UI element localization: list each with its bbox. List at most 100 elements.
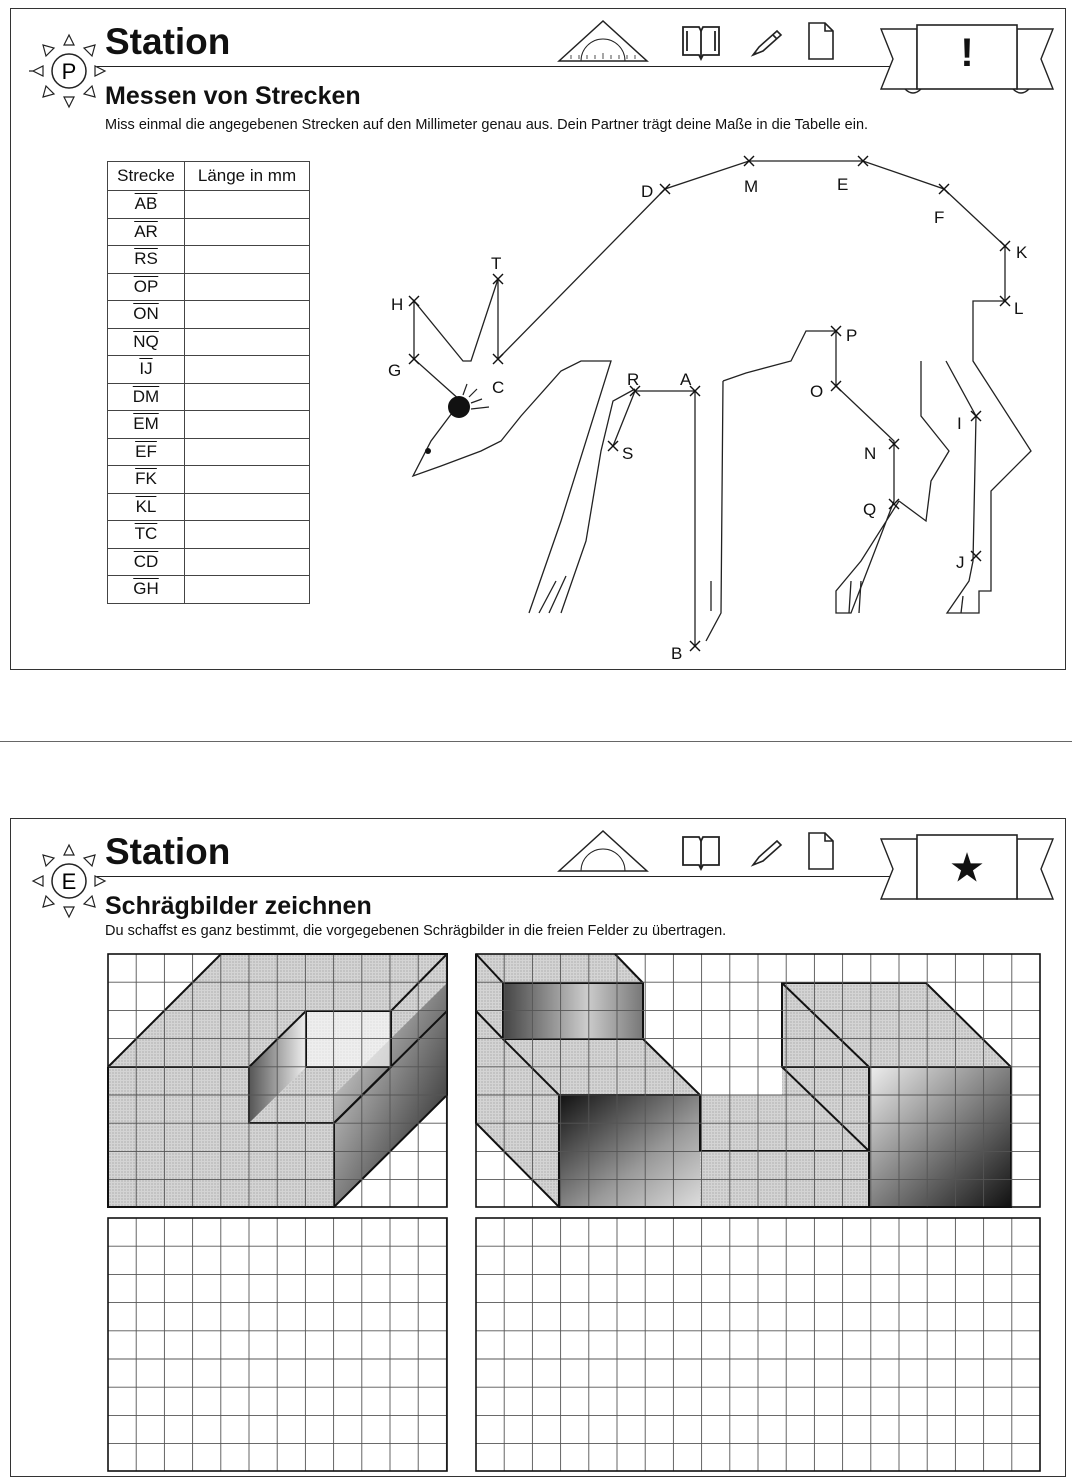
segment-name: OP (133, 276, 159, 296)
template-grid-right (475, 953, 1041, 1208)
header-divider (97, 66, 967, 67)
point-marker-n (888, 438, 900, 450)
point-label-j: J (956, 553, 965, 572)
segment-name: DM (132, 386, 160, 406)
book-icon (682, 836, 720, 872)
segment-name: IJ (139, 359, 153, 379)
difficulty-banner (879, 24, 1055, 94)
page-cut-line (0, 741, 1072, 742)
length-cell[interactable] (184, 190, 310, 219)
station-badge-letter: E (62, 869, 77, 894)
point-label-i: I (957, 414, 962, 433)
point-label-g: G (388, 361, 401, 380)
point-label-c: C (492, 378, 504, 397)
station-title: Station (105, 21, 231, 62)
page-icon (808, 832, 834, 870)
set-square-icon (557, 829, 649, 872)
station-card-oblique: E Station Schrägbilder zeichnen Du schaf… (10, 818, 1066, 1477)
station-instruction: Du schaffst es ganz bestimmt, die vorgeg… (105, 923, 727, 939)
point-label-k: K (1016, 243, 1028, 262)
table-row: AR (107, 217, 310, 246)
table-row: OP (107, 272, 310, 301)
length-cell[interactable] (184, 327, 310, 356)
point-label-l: L (1014, 299, 1023, 318)
length-cell[interactable] (184, 382, 310, 411)
pencil-icon (750, 839, 783, 867)
table-row: DM (107, 382, 310, 411)
sun-badge-icon: P (29, 33, 107, 109)
point-marker-p (830, 325, 842, 337)
length-cell[interactable] (184, 575, 310, 604)
segment-name: AB (134, 194, 158, 214)
segment-name: RS (134, 249, 158, 269)
segment-name: NQ (133, 331, 159, 351)
point-marker-t (492, 273, 504, 285)
station-badge-letter: P (62, 59, 77, 84)
point-label-m: M (744, 177, 758, 196)
point-marker-o (830, 380, 842, 392)
point-label-b: B (671, 644, 682, 663)
length-cell[interactable] (184, 245, 310, 274)
banner-symbol: ! (960, 31, 974, 75)
oblique-figure-2 (475, 953, 1012, 1208)
station-subtitle: Schrägbilder zeichnen (105, 892, 372, 920)
deer-eye (448, 396, 470, 418)
segment-name: GH (133, 579, 159, 599)
point-label-h: H (391, 295, 403, 314)
point-label-o: O (810, 382, 823, 401)
station-instruction: Miss einmal die angegebenen Strecken auf… (105, 117, 869, 133)
table-row: RS (107, 245, 310, 274)
point-label-a: A (680, 370, 692, 389)
segment-name: EF (135, 441, 157, 461)
point-label-n: N (864, 444, 876, 463)
banner-symbol: ★ (950, 847, 984, 888)
tool-icons (557, 829, 834, 872)
station-title: Station (105, 831, 231, 872)
set-square-icon (557, 19, 649, 62)
table-row: NQ (107, 327, 310, 356)
table-row: AB (107, 190, 310, 219)
length-cell[interactable] (184, 437, 310, 466)
point-marker-b (689, 640, 701, 652)
point-marker-g (408, 353, 420, 365)
point-marker-h (408, 295, 420, 307)
difficulty-banner (879, 834, 1055, 900)
point-label-r: R (627, 370, 639, 389)
length-cell[interactable] (184, 300, 310, 329)
drawing-grid-right (475, 1217, 1041, 1472)
length-cell[interactable] (184, 272, 310, 301)
pencil-icon (750, 29, 783, 57)
point-label-f: F (934, 208, 944, 227)
point-marker-l (999, 295, 1011, 307)
point-marker-q (888, 498, 900, 510)
drawing-grid-left (107, 1217, 448, 1472)
point-label-s: S (622, 444, 633, 463)
table-row: EF (107, 437, 310, 466)
template-grid-left (107, 953, 448, 1208)
point-label-d: D (641, 182, 653, 201)
point-marker-k (999, 240, 1011, 252)
point-marker-c (492, 353, 504, 365)
point-markers (408, 155, 1011, 652)
point-marker-s (607, 440, 619, 452)
segment-name: TC (134, 524, 158, 544)
point-marker-f (938, 183, 950, 195)
table-header-segment: Strecke (107, 161, 185, 191)
header-divider (97, 876, 967, 877)
tool-icons (557, 19, 834, 62)
length-cell[interactable] (184, 520, 310, 549)
point-label-e: E (837, 175, 848, 194)
sun-badge-icon: E (31, 843, 107, 919)
length-cell[interactable] (184, 492, 310, 521)
length-cell[interactable] (184, 217, 310, 246)
table-row: ON (107, 300, 310, 329)
point-marker-d (659, 183, 671, 195)
station-card-measuring: P Station Messen von Strecken Miss einma… (10, 8, 1066, 670)
segment-name: AR (134, 221, 158, 241)
measure-table: Strecke Länge in mm AB AR RS OP ON NQ IJ… (107, 161, 310, 604)
table-row: KL (107, 492, 310, 521)
segment-name: KL (135, 496, 157, 516)
segment-name: CD (133, 551, 159, 571)
segment-name: ON (133, 304, 159, 324)
